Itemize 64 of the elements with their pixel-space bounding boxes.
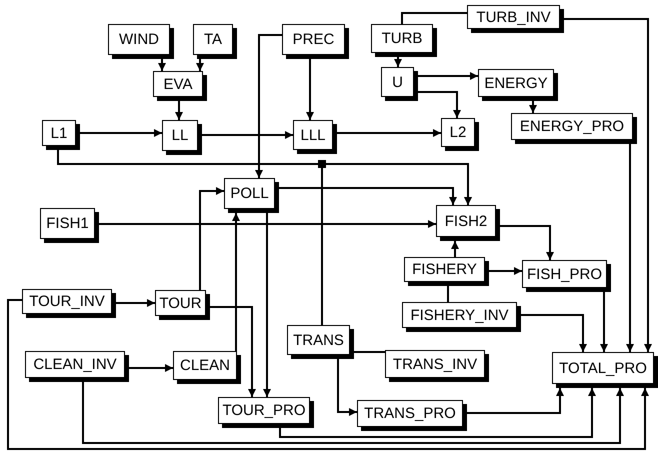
variable-label: ENERGY xyxy=(484,74,548,92)
variable-label: TOTAL_PRO xyxy=(559,360,647,376)
arrow xyxy=(232,213,240,351)
variable-label: LL xyxy=(172,127,188,144)
arrow xyxy=(82,382,624,444)
arrow xyxy=(467,388,564,414)
variable-label: TA xyxy=(204,31,222,48)
variable-label: FISHERY_INV xyxy=(410,306,509,324)
arrow xyxy=(255,34,282,178)
arrow xyxy=(626,144,634,352)
arrow xyxy=(279,187,457,205)
arrow xyxy=(7,299,649,450)
variable-label: EVA xyxy=(164,76,192,92)
connector-line xyxy=(447,286,449,302)
variable-label: TOUR xyxy=(159,294,202,312)
arrow xyxy=(202,131,293,139)
arrow xyxy=(99,220,436,228)
variable-label: TRANS xyxy=(293,332,344,348)
variable-label: TURB_INV xyxy=(476,8,551,26)
variable-label: LLL xyxy=(300,126,326,144)
arrow xyxy=(279,388,596,438)
arrow xyxy=(418,91,461,118)
arrow xyxy=(500,225,554,260)
arrow xyxy=(418,72,478,80)
arrow xyxy=(199,187,224,290)
variable-label: TOUR_INV xyxy=(29,293,105,310)
arrow xyxy=(451,241,459,257)
variable-label: CLEAN xyxy=(180,357,230,374)
arrow xyxy=(306,59,314,120)
variable-label: POLL xyxy=(230,185,269,202)
arrow xyxy=(489,267,522,275)
arrow xyxy=(129,364,173,372)
variable-label: PREC xyxy=(292,31,334,48)
arrow xyxy=(210,306,256,397)
arrow xyxy=(263,213,271,397)
variable-label: FISHERY xyxy=(412,261,477,278)
arrow xyxy=(321,163,472,325)
connector-line xyxy=(354,351,385,353)
variable-label: L1 xyxy=(50,124,68,142)
arrow xyxy=(196,59,204,71)
variable-label: TRANS_PRO xyxy=(364,405,456,422)
arrow xyxy=(337,359,357,416)
arrow xyxy=(175,101,183,120)
variable-label: WIND xyxy=(119,31,159,48)
variable-label: U xyxy=(392,74,403,90)
variable-label: ENERGY_PRO xyxy=(520,118,624,135)
arrow xyxy=(529,101,537,113)
variable-label: FISH_PRO xyxy=(526,266,602,282)
variable-label: TOUR_PRO xyxy=(222,402,306,419)
variable-label: TRANS_INV xyxy=(392,356,478,372)
variable-label: CLEAN_INV xyxy=(33,356,117,373)
variable-label: FISH2 xyxy=(444,212,488,230)
variable-label: L2 xyxy=(450,124,466,141)
arrow xyxy=(521,314,587,352)
arrow xyxy=(80,129,162,137)
arrow xyxy=(158,59,166,71)
connector-line xyxy=(401,12,467,24)
variable-label: FISH1 xyxy=(46,215,89,232)
arrow xyxy=(337,129,441,137)
variable-label: TURB xyxy=(382,30,422,47)
arrow xyxy=(600,292,608,352)
arrow xyxy=(116,299,155,307)
arrow xyxy=(564,18,652,352)
arrow xyxy=(394,57,402,67)
